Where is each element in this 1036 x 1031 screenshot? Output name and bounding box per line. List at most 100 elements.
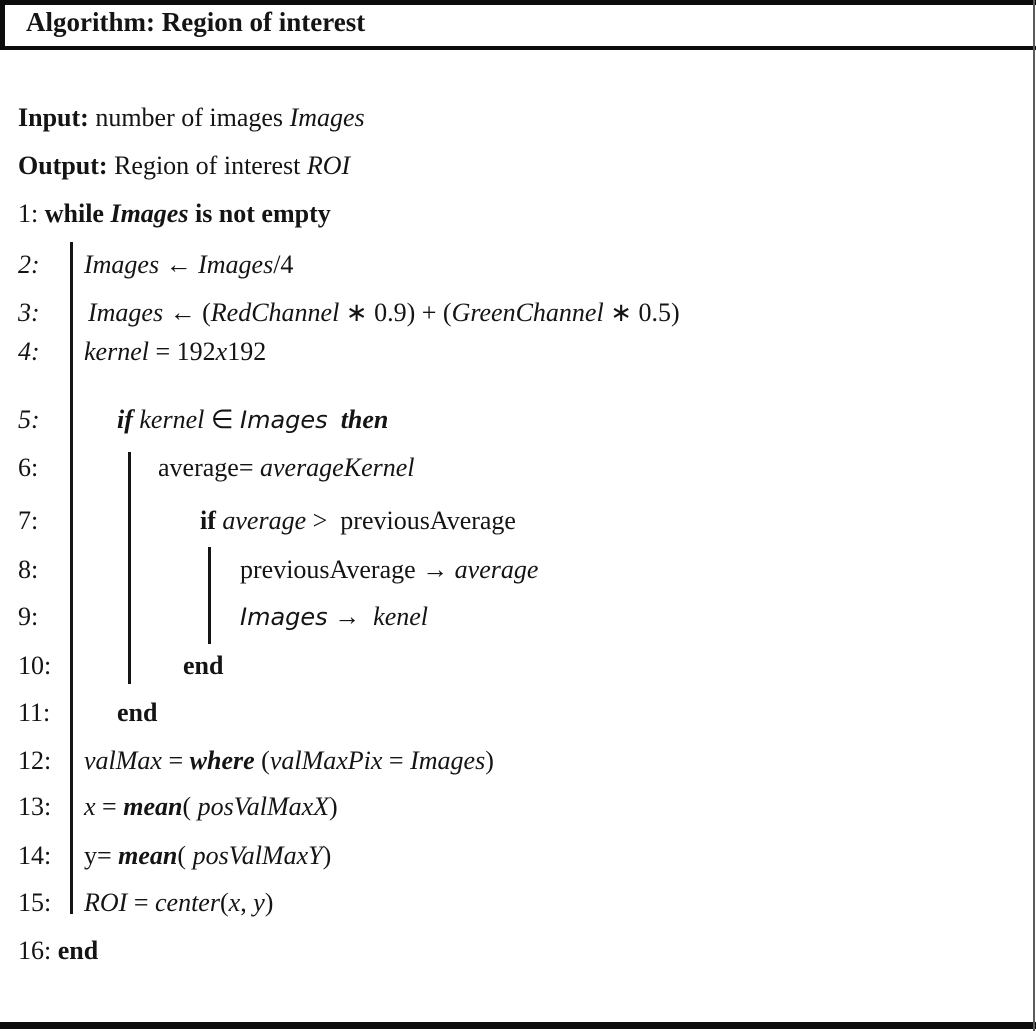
line-14: 14: y= mean( posValMaxY) xyxy=(0,839,1036,873)
text-segment: where xyxy=(189,746,255,775)
line-content: end xyxy=(183,649,223,683)
line-9: 9: Images → kenel xyxy=(0,600,1036,634)
text-segment: end xyxy=(183,651,224,680)
line-number: 7: xyxy=(18,506,39,535)
text-segment: Images xyxy=(110,199,189,228)
text-segment: x xyxy=(228,888,241,917)
input-line: Input: number of images Images xyxy=(0,101,1036,135)
text-segment: ( xyxy=(177,841,193,870)
text-segment: previousAverage → xyxy=(240,555,455,584)
scope-bar-while xyxy=(70,242,73,914)
text-segment: ( xyxy=(219,888,229,917)
line-2: 2:Images ← Images/4 xyxy=(0,248,1036,282)
line-1: 1: while Images is not empty xyxy=(0,197,1036,231)
text-segment: → xyxy=(327,602,374,631)
text-segment: x xyxy=(215,337,228,366)
text-segment: is not empty xyxy=(188,199,331,228)
text-segment: ← xyxy=(159,250,199,279)
text-segment: y xyxy=(253,888,265,917)
line-3: 3:Images ← (RedChannel ∗ 0.9) + (GreenCh… xyxy=(0,296,1036,330)
text-segment: average xyxy=(222,506,307,535)
line-content: Images ← Images/4 xyxy=(84,248,293,282)
text-segment: Images xyxy=(88,298,164,327)
text-segment: x xyxy=(84,792,96,821)
text-segment: if xyxy=(117,405,140,434)
text-segment: Images xyxy=(84,250,160,279)
line-4: 4:kernel = 192x192 xyxy=(0,335,1036,369)
text-segment: then xyxy=(340,405,389,434)
text-segment: Region of interest xyxy=(107,151,307,180)
line-content: Images ← (RedChannel ∗ 0.9) + (GreenChan… xyxy=(88,296,680,330)
line-number: 9: xyxy=(18,602,39,631)
text-segment: 16: xyxy=(18,936,58,965)
text-segment: Images xyxy=(240,406,328,434)
line-content: 16: end xyxy=(18,934,98,968)
text-segment: ∗ 0.9) + ( xyxy=(339,298,452,327)
text-segment: = 192 xyxy=(148,337,216,366)
title-left-border xyxy=(0,0,5,50)
text-segment: kernel xyxy=(84,337,149,366)
line-16: 16: end xyxy=(0,934,1036,968)
text-segment: ) xyxy=(322,841,332,870)
top-border xyxy=(0,0,1036,5)
text-segment: Input: xyxy=(18,103,89,132)
text-segment: ) xyxy=(264,888,274,917)
line-number: 13: xyxy=(18,792,52,821)
scope-bar-if-average xyxy=(208,547,211,644)
text-segment: ∈ xyxy=(204,405,241,434)
text-segment: ∗ 0.5) xyxy=(603,298,680,327)
text-segment: = xyxy=(161,746,190,775)
line-11: 11: end xyxy=(0,696,1036,730)
text-segment xyxy=(328,405,341,434)
text-segment: if xyxy=(200,506,223,535)
line-content: x = mean( posValMaxX) xyxy=(84,790,338,824)
line-8: 8:previousAverage → average xyxy=(0,553,1036,587)
text-segment: averageKernel xyxy=(259,453,415,482)
text-segment: valMaxPix xyxy=(269,746,383,775)
text-segment: RedChannel xyxy=(210,298,340,327)
text-segment: Images xyxy=(198,250,274,279)
text-segment: end xyxy=(117,698,158,727)
text-segment: /4 xyxy=(273,250,294,279)
text-segment: 1: xyxy=(18,199,45,228)
text-segment: ( xyxy=(254,746,270,775)
scope-bar-if-kernel xyxy=(128,452,131,684)
text-segment: Output: xyxy=(18,151,108,180)
text-segment: while xyxy=(44,199,111,228)
line-content: y= mean( posValMaxY) xyxy=(84,839,331,873)
line-15: 15:ROI = center(x, y) xyxy=(0,886,1036,920)
text-segment: end xyxy=(57,936,99,965)
line-content: if average > previousAverage xyxy=(200,504,516,538)
line-number: 14: xyxy=(18,841,52,870)
line-number: 12: xyxy=(18,746,52,775)
text-segment: Images xyxy=(240,603,328,631)
text-segment: kenel xyxy=(373,602,429,631)
text-segment: ) xyxy=(329,792,338,821)
text-segment: ← ( xyxy=(163,298,211,327)
line-content: Input: number of images Images xyxy=(18,101,365,135)
text-segment: mean xyxy=(123,792,183,821)
line-number: 11: xyxy=(18,698,51,727)
text-segment: GreenChannel xyxy=(451,298,604,327)
algorithm-title: Algorithm: Region of interest xyxy=(26,7,366,37)
text-segment: Images xyxy=(289,103,365,132)
text-segment: 192 xyxy=(227,337,267,366)
text-segment: , xyxy=(240,888,254,917)
text-segment: = xyxy=(127,888,155,917)
line-content: ROI = center(x, y) xyxy=(84,886,273,920)
line-content: Images → kenel xyxy=(240,600,428,634)
text-segment: center xyxy=(155,888,220,917)
text-segment: = xyxy=(382,746,411,775)
text-segment: kernel xyxy=(139,405,205,434)
line-7: 7: if average > previousAverage xyxy=(0,504,1036,538)
right-hairline-border xyxy=(1033,0,1035,1031)
line-content: end xyxy=(117,696,157,730)
line-number: 6: xyxy=(18,453,39,482)
text-segment: posValMaxX xyxy=(197,792,330,821)
text-segment: = xyxy=(95,792,124,821)
text-segment: posValMaxY xyxy=(192,841,323,870)
line-content: previousAverage → average xyxy=(240,553,538,587)
line-content: Output: Region of interest ROI xyxy=(18,149,350,183)
text-segment: average= xyxy=(158,453,260,482)
